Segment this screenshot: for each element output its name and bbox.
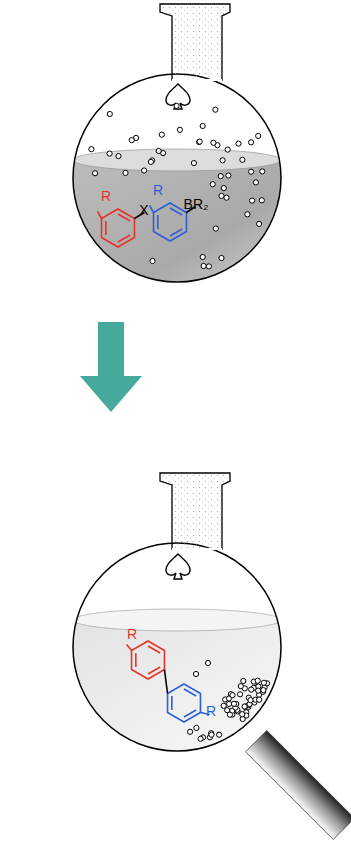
substituent-label: R [153, 183, 163, 197]
catalyst-particle [242, 704, 247, 709]
catalyst-particle [218, 174, 223, 179]
benzene-ring [168, 684, 201, 722]
catalyst-particle [159, 132, 164, 137]
catalyst-particle [205, 660, 210, 665]
catalyst-particle [238, 684, 243, 689]
catalyst-particle [198, 736, 203, 741]
double-bond [118, 214, 130, 221]
bond [98, 212, 102, 219]
benzene-ring [154, 203, 187, 241]
flask-top [60, 4, 300, 300]
catalyst-particle [197, 139, 202, 144]
benzene-ring [132, 641, 165, 679]
catalyst-particle [211, 140, 216, 145]
double-bond [171, 696, 173, 710]
catalyst-particle [250, 198, 255, 203]
double-bond [118, 235, 130, 242]
catalyst-particle [213, 107, 218, 112]
catalyst-particle [188, 729, 193, 734]
catalyst-particle [248, 698, 253, 703]
catalyst-particle [245, 212, 250, 217]
double-bond [148, 646, 160, 653]
bond [164, 670, 167, 694]
catalyst-particle [217, 732, 222, 737]
catalyst-particle [241, 678, 246, 683]
catalyst-particle [93, 171, 98, 176]
catalyst-particle [129, 138, 134, 143]
bond [127, 645, 132, 651]
substituent-label: BR₂ [184, 197, 209, 211]
benzene-ring [102, 209, 135, 247]
catalyst-particle [142, 168, 147, 173]
catalyst-particle [256, 133, 261, 138]
catalyst-particle [230, 693, 235, 698]
double-bond [105, 221, 107, 235]
catalyst-particle [150, 258, 155, 263]
catalyst-particle [197, 139, 202, 144]
catalyst-particle [193, 671, 198, 676]
double-bond [184, 710, 196, 717]
catalyst-particle [200, 254, 205, 259]
catalyst-particle [249, 169, 254, 174]
double-bond [184, 689, 196, 696]
catalyst-particle [227, 712, 232, 717]
catalyst-particle [219, 255, 224, 260]
catalyst-particle [249, 687, 254, 692]
catalyst-particle [257, 697, 262, 702]
reaction-arrow [80, 322, 142, 412]
double-bond [170, 208, 182, 215]
catalyst-particle [256, 688, 261, 693]
catalyst-particle [240, 712, 245, 717]
catalyst-particle [231, 701, 236, 706]
double-bond [170, 229, 182, 236]
catalyst-particle [236, 141, 241, 146]
catalyst-particle [210, 182, 215, 187]
catalyst-particle [123, 170, 128, 175]
catalyst-particle [225, 147, 230, 152]
catalyst-particle [257, 221, 262, 226]
catalyst-particle [259, 198, 264, 203]
catalyst-particle [194, 725, 199, 730]
catalyst-particle [221, 186, 226, 191]
catalyst-particle [219, 193, 224, 198]
catalyst-particle [240, 157, 245, 162]
catalyst-particle [255, 678, 260, 683]
catalyst-particle [224, 195, 229, 200]
catalyst-particle [107, 111, 112, 116]
catalyst-particle [191, 161, 196, 166]
catalyst-particle [200, 123, 205, 128]
double-bond [148, 667, 160, 674]
flask-bottom [60, 473, 300, 760]
double-bond [157, 215, 159, 229]
catalyst-particle [261, 680, 266, 685]
catalyst-particle [209, 732, 214, 737]
catalyst-particle [253, 180, 258, 185]
catalyst-particle [242, 704, 247, 709]
catalyst-particle [148, 159, 153, 164]
substituent-label: R [101, 189, 111, 203]
magnifier-handle [246, 731, 351, 840]
substituent-label: X [139, 203, 148, 217]
catalyst-particle [201, 263, 206, 268]
substituent-label: R [206, 704, 216, 718]
catalyst-particle [249, 140, 254, 145]
substituent-label: R [127, 627, 137, 641]
catalyst-particle [213, 226, 218, 231]
catalyst-particle [238, 692, 243, 697]
catalyst-particle [260, 169, 265, 174]
catalyst-particle [156, 148, 161, 153]
catalyst-particle [220, 158, 225, 163]
catalyst-particle [226, 173, 231, 178]
catalyst-particle [116, 154, 121, 159]
double-bond [135, 653, 137, 667]
catalyst-particle [177, 127, 182, 132]
catalyst-particle [261, 688, 266, 693]
catalyst-particle [89, 147, 94, 152]
bond [150, 206, 154, 213]
catalyst-particle [107, 151, 112, 156]
catalyst-particle [174, 103, 179, 108]
catalyst-particle [206, 264, 211, 269]
